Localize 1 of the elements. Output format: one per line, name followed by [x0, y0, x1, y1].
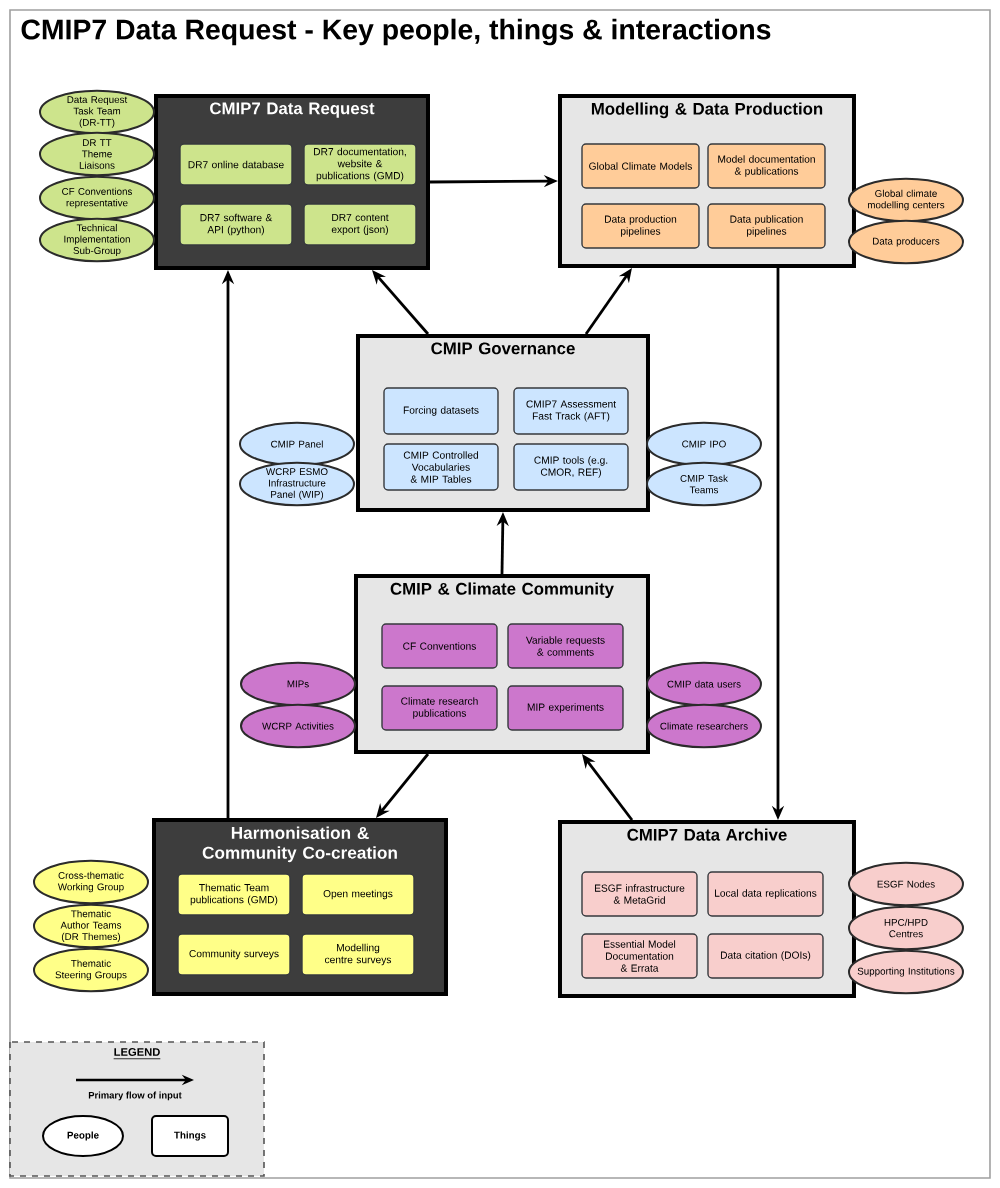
diagram-title: CMIP7 Data Request - Key people, things & interactions [21, 18, 771, 46]
